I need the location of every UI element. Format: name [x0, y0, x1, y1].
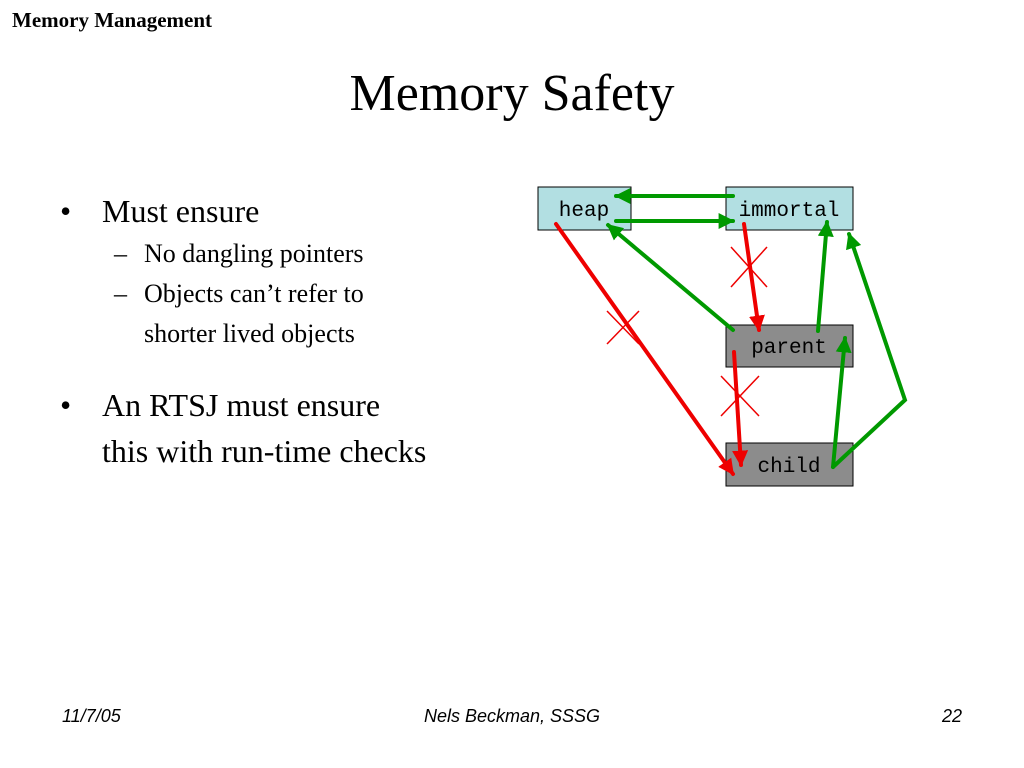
bullet-text-line: this with run-time checks [102, 433, 427, 469]
forbidden-x-mark [606, 310, 640, 345]
arrow-parent-to-heap [606, 223, 735, 332]
slide-title: Memory Safety [349, 65, 675, 122]
bullet-text-line: An RTSJ must ensure [102, 387, 381, 423]
immortal-box-label: immortal [739, 200, 840, 223]
footer-page-number: 22 [941, 706, 962, 726]
bullet-text: Must ensure [102, 193, 260, 229]
bullet-glyph: • [60, 193, 72, 229]
forbidden-x-mark [720, 375, 760, 417]
sub-bullet-text-line: Objects can’t refer to [144, 279, 364, 308]
forbidden-x-mark [730, 246, 768, 288]
heap-box-label: heap [559, 200, 609, 223]
sub-bullet-glyph: – [114, 279, 127, 308]
sub-bullet-item: – Objects can’t refer to shorter lived o… [60, 274, 530, 354]
arrow-immortal-to-parent [742, 222, 765, 332]
bullet-item: • Must ensure [60, 188, 530, 234]
parent-box-shape [725, 324, 854, 368]
parent-box-label: parent [751, 337, 827, 360]
sub-bullet-text: No dangling pointers [144, 239, 364, 268]
arrow-heap-to-child [554, 222, 735, 476]
bullet-list: • Must ensure – No dangling pointers – O… [60, 188, 530, 474]
arrow-child-to-parent [831, 336, 852, 469]
heap-region-box: heap [537, 186, 632, 231]
immortal-region-box: immortal [725, 186, 854, 231]
arrow-parent-to-child [732, 350, 749, 467]
footer-date: 11/7/05 [62, 706, 121, 726]
sub-bullet-glyph: – [114, 239, 127, 268]
bullet-glyph: • [60, 387, 72, 423]
child-box-label: child [757, 456, 820, 479]
arrow-child-to-immortal [831, 232, 908, 469]
arrow-parent-to-immortal [816, 220, 834, 333]
footer-author: Nels Beckman, SSSG [423, 706, 601, 726]
sub-bullet-item: – No dangling pointers [60, 234, 530, 274]
sub-bullet-text-line: shorter lived objects [144, 319, 355, 348]
parent-region-box: parent [725, 324, 854, 368]
header-title: Memory Management [12, 8, 213, 32]
bullet-item: • An RTSJ must ensure this with run-time… [60, 382, 530, 474]
